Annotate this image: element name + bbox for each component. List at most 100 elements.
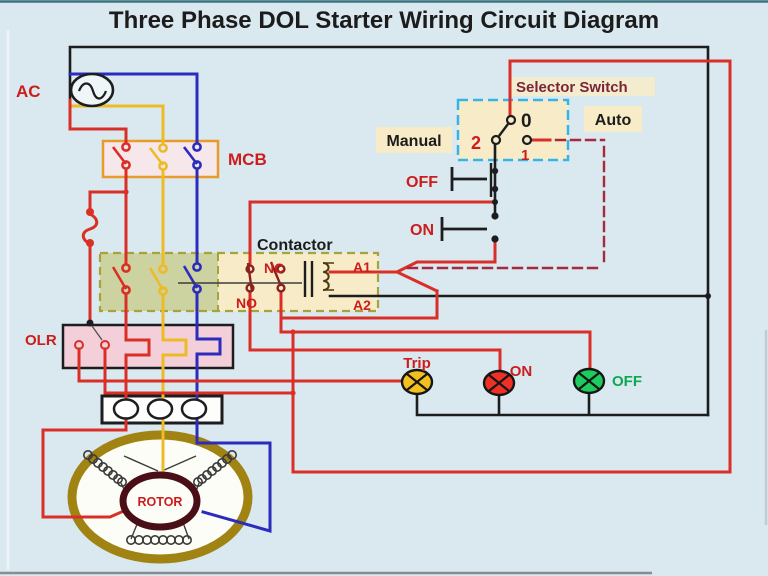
off-pushbutton bbox=[450, 163, 499, 197]
a1-node-branch-wire bbox=[279, 289, 439, 320]
blue-olr-heater-wire bbox=[195, 291, 222, 400]
page-title: Three Phase DOL Starter Wiring Circuit D… bbox=[109, 7, 659, 34]
olr-aux-terminal bbox=[74, 340, 84, 350]
contactor-pole-blue bbox=[182, 262, 202, 294]
nc-label: NC bbox=[264, 260, 284, 276]
stator-coil-right bbox=[193, 449, 238, 487]
on-button-actuator bbox=[440, 217, 487, 241]
on-button-terminal-dot bbox=[491, 235, 499, 243]
terminal-block-terminals bbox=[112, 398, 208, 420]
on-button-to-coil-a1-wire bbox=[328, 241, 497, 293]
contactor-pole-red bbox=[111, 263, 131, 295]
fuse-terminal-dot bbox=[86, 239, 94, 247]
on-lamp-label: ON bbox=[510, 363, 533, 380]
nc-to-on-lamp-wire bbox=[248, 290, 502, 373]
manual-label-bg bbox=[376, 127, 452, 153]
yellow-olr-heater-wire bbox=[161, 293, 188, 400]
a1-label: A1 bbox=[353, 259, 371, 275]
lamp-common-bus-wire bbox=[415, 390, 710, 417]
manual-label: Manual bbox=[386, 133, 441, 150]
junction-dot bbox=[705, 293, 711, 299]
contactor-border bbox=[98, 251, 380, 313]
junction-dot bbox=[290, 329, 296, 335]
selector-label-bg bbox=[509, 77, 655, 96]
auto-label: Auto bbox=[595, 112, 632, 129]
junction-dot bbox=[123, 189, 129, 195]
mcb-label: MCB bbox=[228, 150, 267, 169]
selector-switch-label: Selector Switch bbox=[516, 79, 628, 96]
selector-pos2-label: 2 bbox=[471, 133, 481, 153]
olr-trip-junction-dot bbox=[86, 319, 94, 327]
indicator-lamps bbox=[400, 367, 606, 397]
auto-mode-dashed-wires bbox=[404, 138, 606, 270]
on-pushbutton bbox=[440, 212, 499, 243]
off-button-terminal-dot bbox=[491, 185, 499, 193]
mcb-pole-yellow bbox=[148, 143, 168, 171]
selector-terminal-0 bbox=[505, 114, 517, 126]
contactor-label: Contactor bbox=[257, 237, 333, 254]
sine-wave-icon bbox=[77, 82, 108, 100]
coil-winding-icon bbox=[322, 261, 330, 291]
on-button-terminal-dot bbox=[491, 212, 499, 220]
control-fuse-wire bbox=[81, 211, 99, 322]
selector-lever bbox=[498, 123, 509, 137]
rotor-label: ROTOR bbox=[138, 495, 183, 509]
nc-to-off-button-wire bbox=[248, 200, 496, 267]
rotor-ring bbox=[119, 471, 201, 531]
red-mcb-to-contactor-wire bbox=[88, 167, 128, 266]
red-to-motor-wire bbox=[41, 418, 135, 519]
no-contact-lever bbox=[269, 261, 283, 287]
junction-dot bbox=[492, 199, 498, 205]
junction-dot bbox=[290, 390, 296, 396]
off-lamp-feed-wire bbox=[279, 330, 592, 371]
olr-label: OLR bbox=[25, 332, 57, 349]
no-contact-terminal bbox=[276, 264, 286, 274]
supply-loop-to-selector-wire bbox=[291, 59, 732, 474]
on-lamp-cross-icon bbox=[488, 374, 510, 392]
contactor-main-poles bbox=[111, 262, 202, 296]
off-lamp-cross-icon bbox=[578, 372, 600, 390]
olr-trip-lever bbox=[91, 325, 103, 341]
yellow-ac-to-mcb-wire bbox=[68, 104, 165, 146]
olr-aux-to-riser-wire bbox=[103, 347, 295, 395]
on-button-label: ON bbox=[410, 222, 434, 239]
coil-leads bbox=[323, 262, 334, 291]
off-button-actuator bbox=[450, 167, 487, 191]
selector-terminal-2 bbox=[490, 134, 502, 146]
olr-aux-terminal bbox=[100, 340, 110, 350]
contactor-aux-contacts bbox=[245, 261, 286, 293]
no-label: NO bbox=[236, 295, 257, 311]
selector-pos0-label: 0 bbox=[521, 111, 532, 132]
auto-label-bg bbox=[584, 106, 642, 132]
contactor-pole-yellow bbox=[148, 264, 168, 296]
mcb-pole-red bbox=[111, 142, 131, 170]
mcb-pole-blue bbox=[182, 142, 202, 170]
selector-switch-contacts bbox=[490, 114, 533, 146]
off-button-terminal-dot bbox=[491, 167, 499, 175]
selector-terminal-1 bbox=[521, 134, 533, 146]
stator-coil-bottom bbox=[126, 534, 193, 545]
contactor-coil bbox=[303, 261, 334, 297]
stator-coil-left bbox=[83, 449, 128, 487]
auto-dashed-wire bbox=[404, 138, 606, 270]
yellow-phase-wires bbox=[68, 104, 188, 475]
trip-lamp-label: Trip bbox=[403, 355, 431, 372]
off-lamp-label: OFF bbox=[612, 373, 642, 390]
blue-phase-wires bbox=[68, 72, 272, 533]
red-ac-to-mcb-wire bbox=[68, 98, 128, 145]
ac-label: AC bbox=[16, 82, 41, 101]
fuse-terminal-dot bbox=[86, 208, 94, 216]
nc-contact-lever bbox=[246, 262, 254, 293]
mcb-poles bbox=[111, 142, 202, 171]
red-phase-and-control-wires bbox=[41, 59, 732, 519]
blue-ac-to-mcb-wire bbox=[68, 72, 199, 145]
trip-lamp-cross-icon bbox=[406, 373, 428, 391]
selector-switch-box bbox=[456, 98, 570, 162]
coil-core-bars bbox=[303, 261, 314, 297]
off-button-label: OFF bbox=[406, 174, 438, 191]
red-olr-heater-wire bbox=[124, 292, 151, 400]
selector-pos1-label: 1 bbox=[521, 147, 529, 164]
a2-label: A2 bbox=[353, 297, 371, 313]
